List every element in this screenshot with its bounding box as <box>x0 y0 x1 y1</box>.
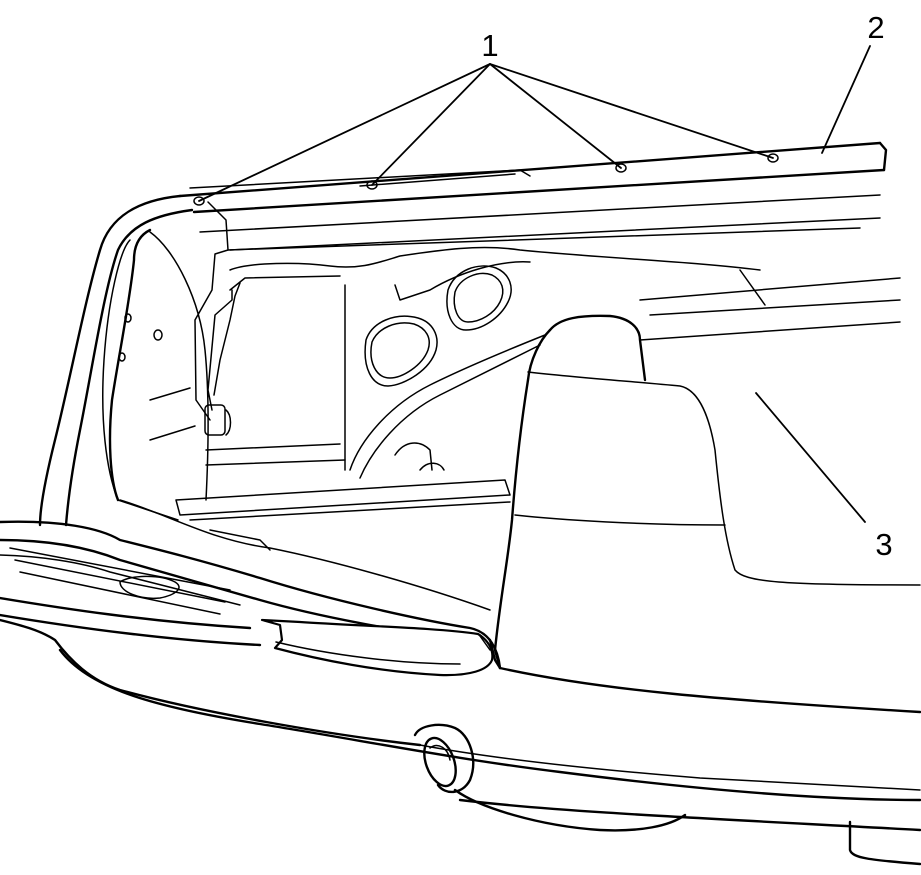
trunk-floor <box>119 479 511 611</box>
callout-2: 2 <box>867 10 884 45</box>
access-holes <box>349 265 546 479</box>
callout-1: 1 <box>481 28 498 63</box>
trunk-lid-edge <box>178 141 888 251</box>
trunk-inner-wall <box>204 227 901 471</box>
trunk-side-liner <box>488 314 921 670</box>
fastener-3 <box>615 163 627 173</box>
exhaust-tip <box>413 723 687 832</box>
leader-3 <box>755 392 866 523</box>
fastener-4 <box>767 153 779 163</box>
lower-valance <box>458 798 921 866</box>
leader-1a <box>198 63 491 202</box>
callouts: 1 2 3 <box>481 10 892 562</box>
leader-1b <box>371 63 491 186</box>
leader-1d <box>489 63 774 159</box>
left-quarter-panel <box>38 194 229 527</box>
fasteners <box>193 153 779 206</box>
callout-3: 3 <box>875 527 892 562</box>
leader-2 <box>821 45 871 154</box>
fastener-1 <box>193 196 205 206</box>
leader-lines <box>198 45 871 523</box>
leader-1c <box>489 63 622 169</box>
rear-bumper <box>0 520 921 802</box>
fastener-2 <box>366 180 378 190</box>
